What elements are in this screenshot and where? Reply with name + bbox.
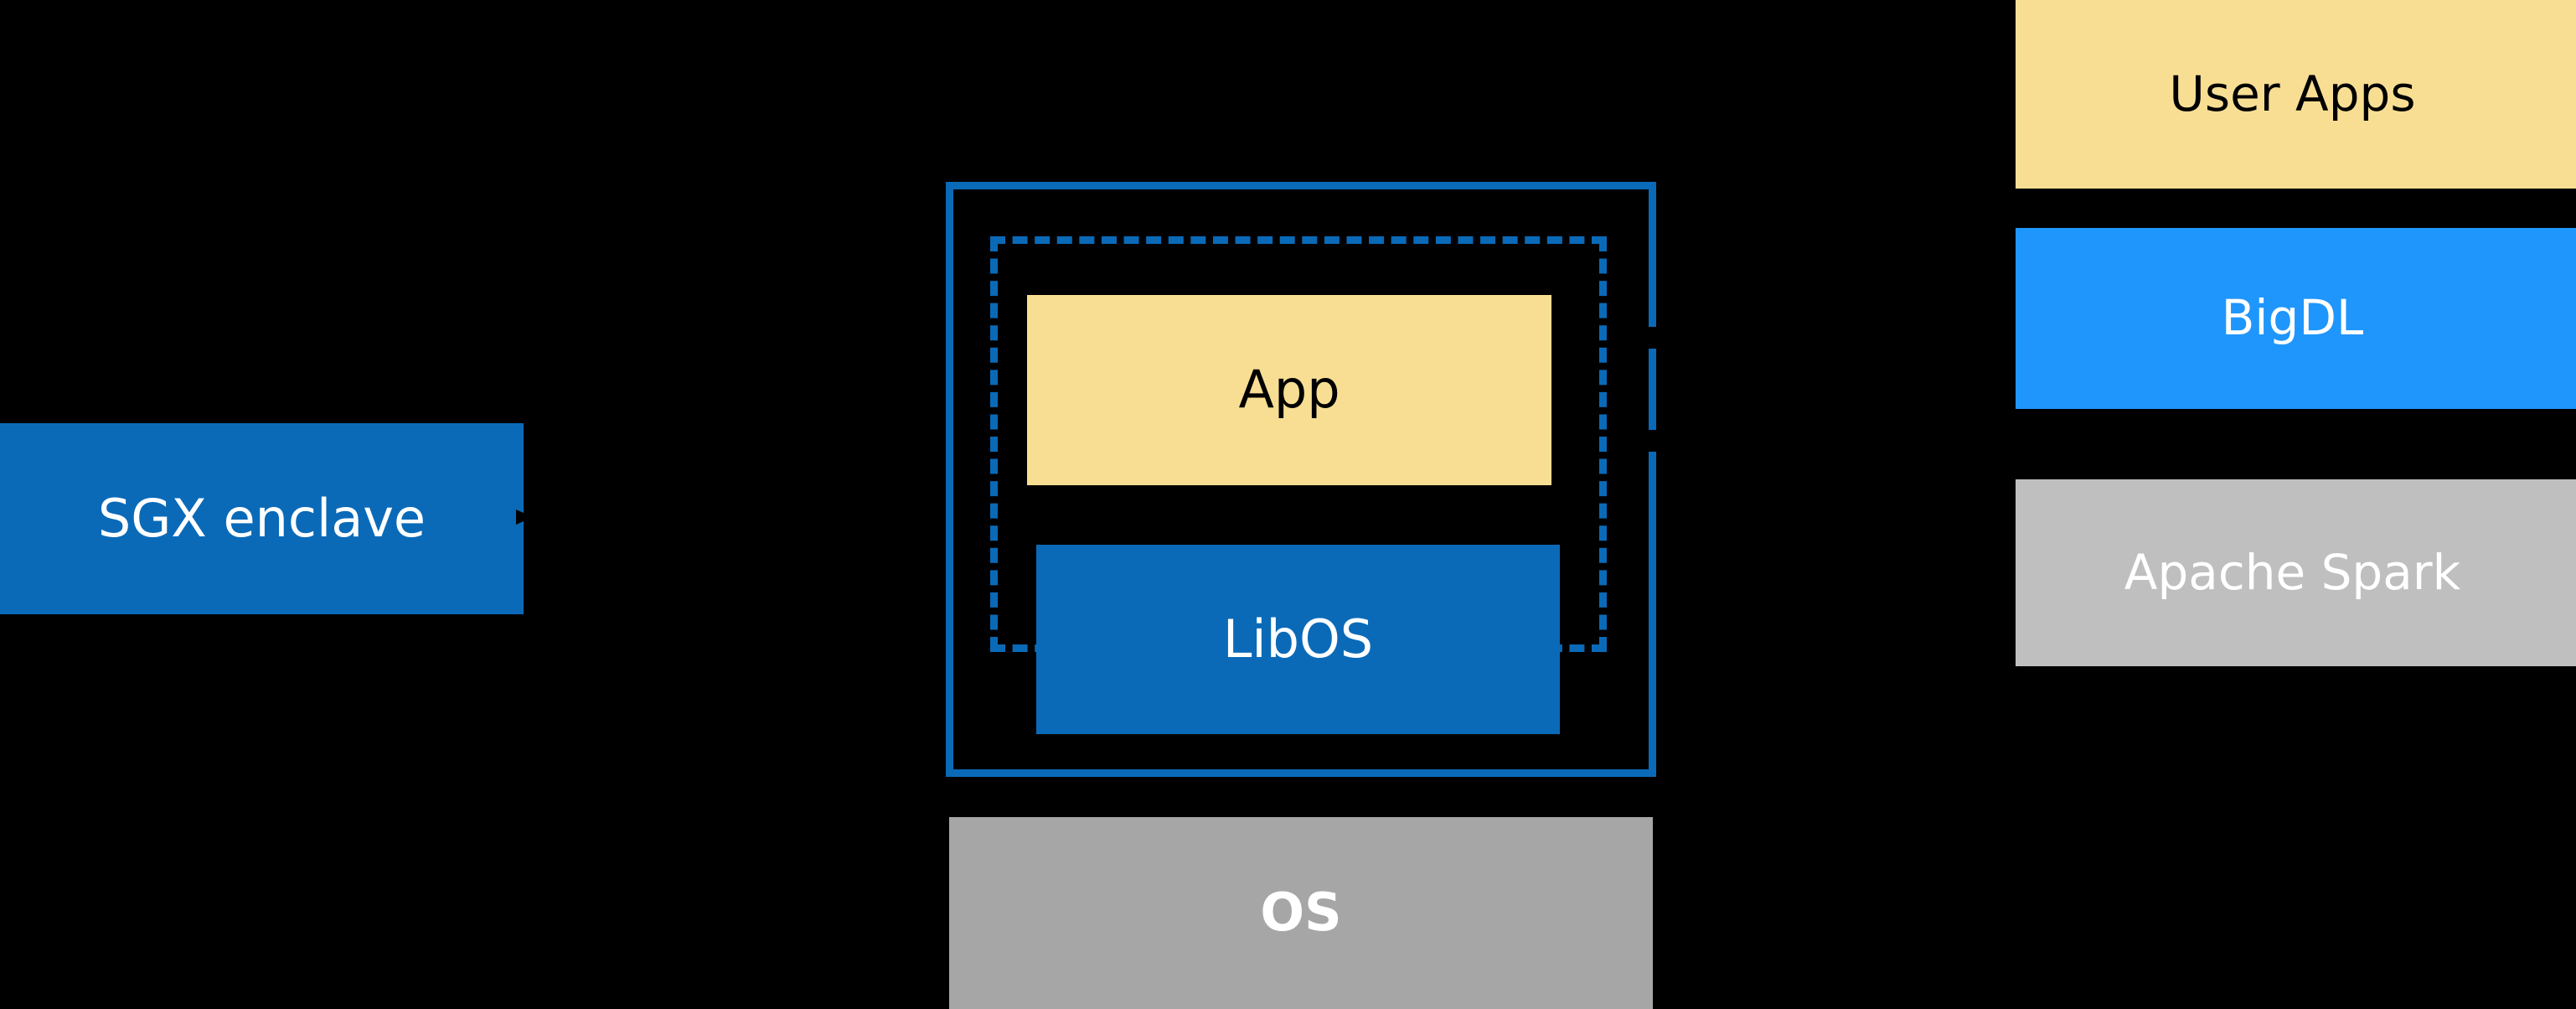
sgx-enclave-box[interactable]: SGX enclave [0, 423, 524, 614]
user-apps-label: User Apps [2169, 65, 2416, 122]
enclave-border-break-bottom [1645, 430, 1657, 452]
os-label: OS [1260, 882, 1342, 944]
enclave-border-break-top [1645, 327, 1657, 349]
bigdl-box[interactable]: BigDL [2016, 228, 2576, 409]
app-arrowhead-right-icon [1549, 191, 1566, 206]
libos-label: LibOS [1222, 608, 1374, 670]
user-apps-box[interactable]: User Apps [2016, 0, 2576, 189]
libos-box[interactable]: LibOS [1036, 545, 1560, 734]
app-box[interactable]: App [1027, 295, 1551, 485]
apache-spark-label: Apache Spark [2124, 543, 2461, 601]
enclave-boundary-rect [946, 182, 1656, 777]
bigdl-label: BigDL [2221, 289, 2364, 347]
os-box[interactable]: OS [949, 817, 1653, 1009]
apache-spark-box[interactable]: Apache Spark [2016, 479, 2576, 666]
sgx-enclave-arrowhead-right-icon [516, 510, 533, 525]
sgx-enclave-label: SGX enclave [97, 487, 426, 549]
app-label: App [1238, 359, 1340, 421]
